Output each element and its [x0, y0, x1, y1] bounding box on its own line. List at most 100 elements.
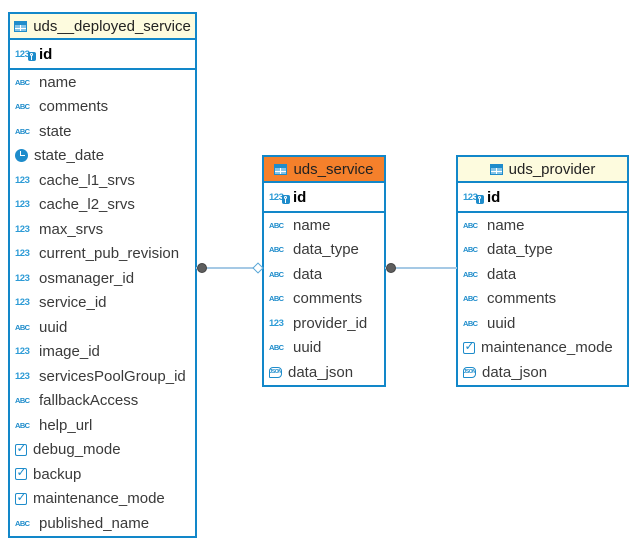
- column-name: cache_l1_srvs: [39, 171, 135, 189]
- column-row-maintenance_mode[interactable]: maintenance_mode: [458, 336, 627, 361]
- table-icon: [14, 20, 28, 32]
- column-name: cache_l2_srvs: [39, 196, 135, 214]
- column-name: state_date: [34, 147, 105, 165]
- number-type-icon: 123: [15, 174, 30, 186]
- table-icon: [489, 163, 503, 175]
- column-name: servicesPoolGroup_id: [39, 367, 186, 385]
- number-type-icon: 123: [15, 297, 30, 309]
- table-header[interactable]: uds_provider: [458, 157, 627, 183]
- string-type-icon: ABC: [269, 220, 284, 230]
- json-type-icon: JSON: [463, 366, 476, 378]
- table-header[interactable]: uds__deployed_service: [10, 14, 195, 40]
- number-type-icon: 123: [15, 346, 30, 358]
- table-header[interactable]: uds_service: [264, 157, 384, 183]
- column-name: fallbackAccess: [39, 392, 139, 410]
- column-row-cache_l2_srvs[interactable]: 123 cache_l2_srvs: [10, 193, 195, 218]
- column-row-servicesPoolGroup_id[interactable]: 123 servicesPoolGroup_id: [10, 364, 195, 389]
- column-name: published_name: [39, 514, 150, 532]
- column-row-uuid[interactable]: ABC uuid: [264, 336, 384, 361]
- string-type-icon: ABC: [463, 318, 478, 328]
- boolean-type-icon: [15, 490, 27, 505]
- column-name: help_url: [39, 416, 93, 434]
- string-type-icon: ABC: [269, 245, 284, 255]
- relation-line-deployedservice-service[interactable]: [196, 267, 262, 269]
- string-type-icon: ABC: [269, 269, 284, 279]
- number-type-icon: 123: [269, 317, 284, 329]
- column-name: id: [487, 188, 501, 206]
- table-title: uds__deployed_service: [33, 17, 191, 35]
- boolean-type-icon: [15, 441, 27, 456]
- string-type-icon: ABC: [463, 294, 478, 304]
- string-type-icon: ABC: [269, 343, 284, 353]
- column-name: id: [293, 188, 307, 206]
- boolean-type-icon: [463, 339, 475, 354]
- string-type-icon: ABC: [463, 220, 478, 230]
- column-name: data_type: [487, 241, 553, 259]
- column-name: uuid: [487, 314, 516, 332]
- column-name: current_pub_revision: [39, 245, 180, 263]
- string-type-icon: ABC: [15, 518, 30, 528]
- relation-dot-end-icon: [197, 263, 207, 273]
- column-name: id: [39, 45, 53, 63]
- column-row-state_date[interactable]: state_date: [10, 144, 195, 169]
- column-row-maintenance_mode[interactable]: maintenance_mode: [10, 487, 195, 512]
- number-type-icon: 123: [269, 192, 290, 204]
- number-type-icon: 123: [15, 199, 30, 211]
- column-name: name: [487, 216, 525, 234]
- column-row-name[interactable]: ABC name: [458, 213, 627, 238]
- string-type-icon: ABC: [15, 396, 30, 406]
- table-title: uds_service: [293, 160, 374, 178]
- string-type-icon: ABC: [15, 322, 30, 332]
- column-name: comments: [39, 98, 109, 116]
- number-type-icon: 123: [15, 370, 30, 382]
- number-type-icon: 123: [15, 223, 30, 235]
- number-type-icon: 123: [463, 192, 484, 204]
- column-name: backup: [33, 465, 82, 483]
- primary-key-icon: [282, 194, 290, 204]
- column-row-debug_mode[interactable]: debug_mode: [10, 438, 195, 463]
- column-name: uuid: [293, 339, 322, 357]
- relation-line-service-provider[interactable]: [385, 267, 457, 269]
- relation-dot-end-icon: [386, 263, 396, 273]
- datetime-type-icon: [15, 149, 28, 163]
- json-type-icon: JSON: [269, 366, 282, 378]
- column-row-uuid[interactable]: ABC uuid: [458, 311, 627, 336]
- column-row-cache_l1_srvs[interactable]: 123 cache_l1_srvs: [10, 168, 195, 193]
- column-name: maintenance_mode: [33, 490, 165, 508]
- column-row-fallbackAccess[interactable]: ABC fallbackAccess: [10, 389, 195, 414]
- column-row-published_name[interactable]: ABC published_name: [10, 511, 195, 536]
- column-row-backup[interactable]: backup: [10, 462, 195, 487]
- primary-key-icon: [28, 51, 36, 61]
